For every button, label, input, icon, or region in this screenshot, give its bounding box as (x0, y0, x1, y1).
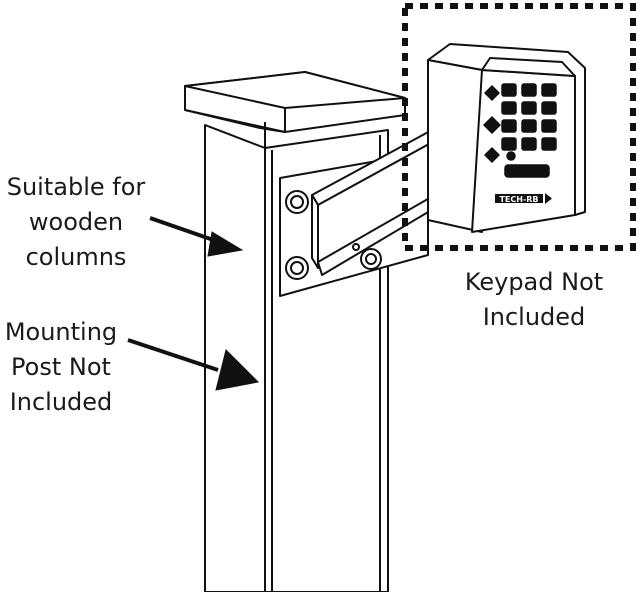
arrow-head-icon (215, 349, 260, 391)
callout-line: Post Not (11, 353, 111, 381)
keypad-highlight-box (402, 3, 636, 251)
callout-line: Mounting (4, 318, 118, 346)
callout-line: Keypad Not (464, 268, 604, 296)
wooden-columns-arrow (149, 216, 223, 245)
mounting-post-arrow (127, 338, 219, 372)
arrow-head-icon (207, 231, 244, 257)
callout-arrows (127, 216, 260, 391)
callout-line: Included (9, 388, 113, 416)
callout-line: columns (25, 243, 127, 271)
callout-line: wooden (28, 208, 124, 236)
keypad-device (427, 43, 586, 233)
callout-keypad: Keypad Not Included (458, 265, 610, 335)
post-cap (184, 71, 406, 148)
callout-mounting-post: Mounting Post Not Included (0, 315, 122, 420)
callout-line: Suitable for (6, 173, 146, 201)
keypad-keys (483, 83, 557, 178)
callout-wooden-columns: Suitable for wooden columns (0, 170, 152, 275)
svg-text:TECH-RB: TECH-RB (499, 195, 538, 204)
keypad-brand-logo: TECH-RB (495, 193, 552, 204)
callout-line: Included (482, 303, 586, 331)
